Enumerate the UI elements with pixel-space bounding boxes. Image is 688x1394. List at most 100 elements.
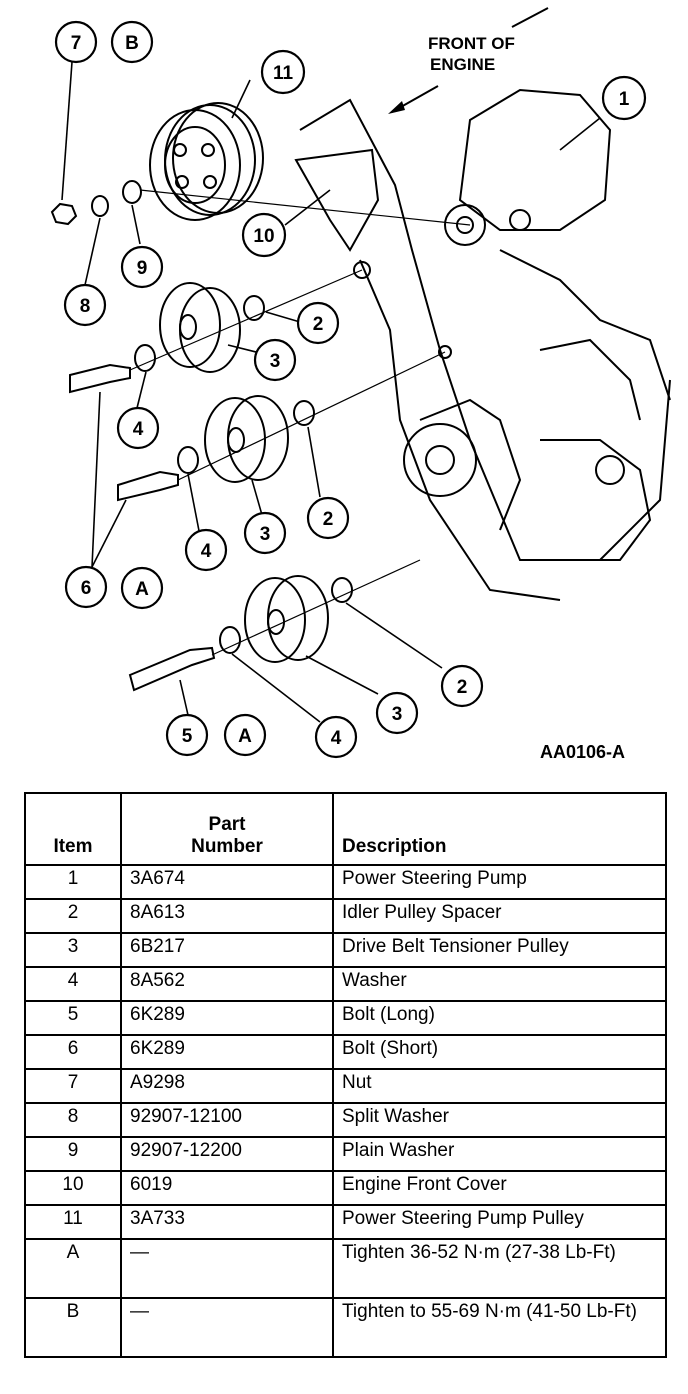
cell-description: Tighten to 55-69 N·m (41-50 Lb-Ft) [332,1297,667,1358]
cell-part: 92907-12100 [120,1102,334,1138]
upper-bolt-axis [129,269,363,371]
callout-7: 7 [54,20,98,64]
cell-description: Drive Belt Tensioner Pulley [332,932,667,968]
svg-text:3: 3 [392,704,403,725]
callout-3-lower: 3 [375,691,419,735]
svg-text:A: A [238,726,252,747]
callout-11: 11 [260,49,306,95]
svg-text:1: 1 [619,89,630,110]
cell-item: 1 [24,864,122,900]
cell-description: Tighten 36-52 N·m (27-38 Lb-Ft) [332,1238,667,1299]
cell-item: 6 [24,1034,122,1070]
svg-text:9: 9 [137,258,148,279]
cell-part: 3A733 [120,1204,334,1240]
header-item: Item [24,792,122,866]
callout-10: 10 [241,212,287,258]
svg-text:4: 4 [201,541,212,562]
leader-lines [61,61,601,723]
cell-description: Bolt (Long) [332,1000,667,1036]
header-part-line1: Part [208,814,246,835]
cell-part: 6K289 [120,1034,334,1070]
cell-item: 3 [24,932,122,968]
callout-5: 5 [165,713,209,757]
svg-text:10: 10 [253,226,274,247]
callout-A-lower: A [223,713,267,757]
nut-and-washers [50,180,142,226]
callout-8: 8 [63,283,107,327]
callout-3-upper: 3 [253,338,297,382]
cell-item: 9 [24,1136,122,1172]
callout-3-middle: 3 [243,511,287,555]
svg-text:2: 2 [313,314,324,335]
callout-4-upper: 4 [116,406,160,450]
cell-part: — [120,1297,334,1358]
front-of-engine-label-line1: FRONT OF [428,34,515,53]
callouts: 7 B 11 1 10 9 8 2 3 4 2 3 4 6 A 2 3 4 5 … [54,20,647,759]
callout-B: B [110,20,154,64]
cell-description: Nut [332,1068,667,1104]
cell-item: 11 [24,1204,122,1240]
cell-part: 8A613 [120,898,334,934]
svg-text:8: 8 [80,296,91,317]
tensioner-pulley-upper [69,282,265,394]
cell-item: 2 [24,898,122,934]
svg-text:7: 7 [71,33,82,54]
cell-part: 92907-12200 [120,1136,334,1172]
cell-item: 7 [24,1068,122,1104]
callout-1: 1 [601,75,647,121]
svg-text:5: 5 [182,726,193,747]
lower-bolt-axis [211,559,421,656]
cell-item: 4 [24,966,122,1002]
svg-text:3: 3 [260,524,271,545]
callout-2-upper: 2 [296,301,340,345]
cell-description: Power Steering Pump [332,864,667,900]
svg-text:11: 11 [273,63,294,84]
pump-pulley [149,102,264,221]
cell-description: Power Steering Pump Pulley [332,1204,667,1240]
tensioner-pulley-middle [117,395,315,502]
table-row: B—Tighten to 55-69 N·m (41-50 Lb-Ft) [24,1297,667,1358]
cell-description: Washer [332,966,667,1002]
cell-part: A9298 [120,1068,334,1104]
cell-description: Bolt (Short) [332,1034,667,1070]
cell-part: 6K289 [120,1000,334,1036]
cell-part: 3A674 [120,864,334,900]
cell-part: 6B217 [120,932,334,968]
cell-description: Plain Washer [332,1136,667,1172]
callout-4-lower: 4 [314,715,358,759]
callout-A-upper: A [120,566,164,610]
pulley-axis-line [139,189,471,226]
svg-text:4: 4 [331,728,342,749]
callout-2-lower: 2 [440,664,484,708]
header-part-line2: Number [191,836,263,857]
callout-4-middle: 4 [184,528,228,572]
cell-item: 8 [24,1102,122,1138]
cell-part: 8A562 [120,966,334,1002]
svg-text:3: 3 [270,351,281,372]
front-arrow-head [388,101,405,114]
svg-text:2: 2 [457,677,468,698]
cell-item: 10 [24,1170,122,1206]
callout-2-middle: 2 [306,496,350,540]
table-row: A—Tighten 36-52 N·m (27-38 Lb-Ft) [24,1238,667,1299]
cell-item: B [24,1297,122,1358]
callout-9: 9 [120,245,164,289]
svg-text:2: 2 [323,509,334,530]
tensioner-pulley-lower [128,575,353,692]
svg-text:A: A [135,579,149,600]
header-description: Description [332,792,667,866]
cell-part: 6019 [120,1170,334,1206]
exploded-diagram: FRONT OF ENGINE [50,7,671,759]
